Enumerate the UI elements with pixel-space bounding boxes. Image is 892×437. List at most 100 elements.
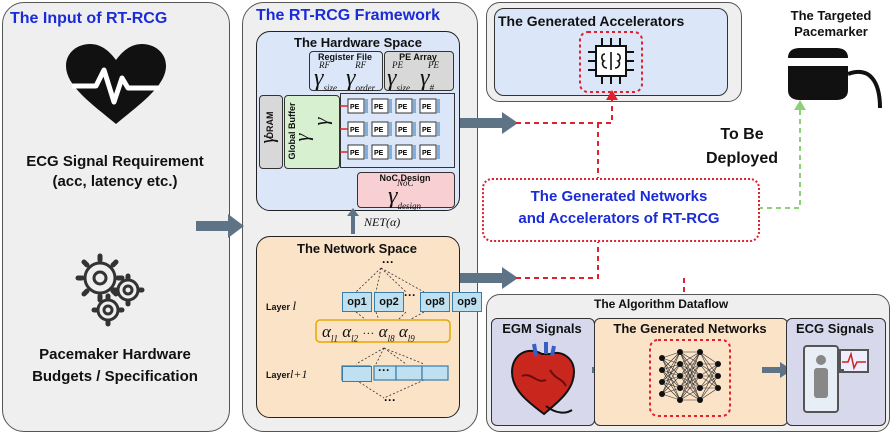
layer-l-text: Layer bbox=[266, 302, 291, 312]
pe-cell-label: PE bbox=[422, 150, 432, 157]
nn-node bbox=[715, 361, 721, 367]
op-dots: ··· bbox=[404, 288, 416, 302]
nn-edge bbox=[679, 351, 701, 401]
nn-edge bbox=[661, 351, 681, 359]
deploy-line2: Deployed bbox=[705, 150, 778, 167]
deploy-label: To Be Deployed bbox=[702, 123, 782, 171]
pacemaker-budget-label: Pacemaker Hardware Budgets / Specificati… bbox=[4, 344, 226, 388]
pe-register bbox=[413, 122, 416, 136]
nn-node bbox=[697, 397, 703, 403]
pacemaker-budget-line1: Pacemaker Hardware bbox=[39, 346, 191, 363]
pe-cell-label: PE bbox=[350, 127, 360, 134]
deploy-line1: To Be bbox=[720, 126, 764, 143]
nn-node bbox=[659, 367, 665, 373]
layer-l-var: l bbox=[292, 298, 297, 313]
alpha-dots: ··· bbox=[362, 326, 375, 340]
input-panel-title: The Input of RT-RCG bbox=[10, 10, 168, 27]
neural-network-icon bbox=[649, 339, 731, 417]
pe-register bbox=[413, 145, 416, 159]
net-alpha-label: NET(α) bbox=[364, 215, 401, 229]
nn-edge bbox=[699, 375, 719, 401]
ecg-requirement-line1: ECG Signal Requirement bbox=[26, 153, 204, 170]
layer-l1-text: Layer bbox=[266, 370, 291, 380]
nn-edge bbox=[661, 375, 681, 395]
alpha-symbol: α bbox=[378, 322, 388, 341]
nn-node bbox=[697, 361, 703, 367]
egm-signals-title: EGM Signals bbox=[502, 321, 582, 336]
pe-cell-label: PE bbox=[350, 150, 360, 157]
heart-pulse-icon bbox=[66, 44, 166, 124]
pe-cell bbox=[419, 121, 437, 137]
pacemaker-title: The Targeted Pacemarker bbox=[776, 8, 886, 40]
pe-cell-label: PE bbox=[398, 127, 408, 134]
pe-cell-label: PE bbox=[350, 104, 360, 111]
pe-register bbox=[437, 122, 440, 136]
alpha-symbol: α bbox=[322, 322, 331, 341]
nn-edge bbox=[699, 387, 719, 401]
layer-l1-var: l+1 bbox=[290, 367, 308, 381]
nn-node bbox=[697, 349, 703, 355]
alpha-sub: l1 bbox=[330, 333, 338, 344]
register-file-gamma-order: γorderRF bbox=[346, 60, 376, 93]
nn-edge bbox=[679, 351, 701, 377]
pe-cell bbox=[371, 98, 389, 114]
ecg-signals-title: ECG Signals bbox=[795, 321, 875, 336]
op-box: op1 bbox=[342, 292, 372, 312]
pacemaker-title-line2: Pacemarker bbox=[794, 24, 868, 39]
nn-node bbox=[677, 361, 683, 367]
pe-register bbox=[389, 145, 392, 159]
noc-design-box bbox=[357, 172, 455, 208]
layer-l1-dots: ··· bbox=[378, 363, 390, 377]
nn-node bbox=[677, 385, 683, 391]
register-file-box bbox=[309, 51, 383, 91]
op-box: op9 bbox=[452, 292, 482, 312]
chip-brain-icon bbox=[579, 31, 643, 93]
heart-organ-icon bbox=[510, 342, 576, 416]
register-file-gamma: γsizeRF bbox=[314, 60, 337, 93]
nn-edge bbox=[679, 363, 701, 401]
nn-node bbox=[697, 385, 703, 391]
nn-edge bbox=[679, 387, 701, 401]
generated-box-line1: The Generated Networks bbox=[530, 188, 708, 205]
nn-edge bbox=[699, 351, 719, 365]
pe-cell bbox=[371, 144, 389, 160]
pe-cell bbox=[419, 98, 437, 114]
hardware-space-title: The Hardware Space bbox=[294, 35, 422, 50]
pe-array-box bbox=[384, 51, 454, 91]
layer-l-label: Layer l bbox=[266, 298, 296, 314]
svg-text:···: ··· bbox=[384, 393, 396, 407]
pe-cell-label: PE bbox=[422, 104, 432, 111]
nn-node bbox=[659, 391, 665, 397]
pe-register bbox=[413, 99, 416, 113]
global-buffer-box bbox=[284, 95, 340, 169]
ecg-monitor-icon bbox=[803, 345, 869, 413]
op-box: op2 bbox=[374, 292, 404, 312]
pacemaker-icon bbox=[788, 48, 882, 108]
nn-node bbox=[715, 373, 721, 379]
generated-networks-accelerators-label: The Generated Networks and Accelerators … bbox=[482, 186, 756, 230]
generated-networks-title: The Generated Networks bbox=[613, 321, 767, 336]
pacemaker-budget-line2: Budgets / Specification bbox=[32, 368, 198, 385]
nn-edge bbox=[679, 351, 701, 389]
hardware-to-accelerator-arrow bbox=[460, 112, 518, 134]
nn-edge bbox=[661, 351, 681, 371]
ecg-requirement-label: ECG Signal Requirement (acc, latency etc… bbox=[4, 152, 226, 192]
nn-edge bbox=[699, 363, 719, 401]
pe-cell bbox=[395, 121, 413, 137]
alpha-symbol: α bbox=[342, 322, 352, 341]
network-to-dataflow-arrow bbox=[460, 267, 518, 289]
noc-design-label: NoC Design bbox=[379, 173, 431, 183]
noc-design-gamma: γdesignNoC bbox=[388, 178, 421, 211]
pe-cell-label: PE bbox=[398, 150, 408, 157]
gears-icon bbox=[75, 253, 145, 327]
register-file-label: Register File bbox=[317, 52, 373, 62]
pe-cell-label: PE bbox=[374, 104, 384, 111]
layer-l1-node bbox=[342, 366, 372, 382]
pe-cell-label: PE bbox=[398, 104, 408, 111]
layer-l1-label: Layerl+1 bbox=[266, 367, 307, 382]
pe-register bbox=[365, 99, 368, 113]
alpha-sub: l8 bbox=[387, 333, 395, 344]
nn-edge bbox=[699, 363, 719, 377]
nn-node bbox=[697, 373, 703, 379]
